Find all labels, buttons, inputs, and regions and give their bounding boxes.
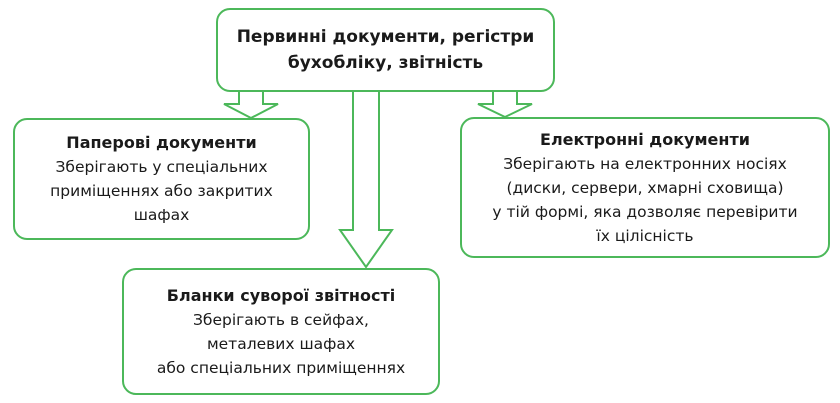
- down-arrow-icon-top-to-right: [477, 90, 533, 119]
- down-arrow-icon-top-to-bottom: [338, 90, 394, 269]
- box-title: Паперові документи: [66, 133, 257, 152]
- box-title: Електронні документи: [540, 129, 750, 149]
- box-strict-reporting-forms: Бланки суворої звітності Зберігають в се…: [122, 268, 440, 395]
- box-electronic-documents: Електронні документи Зберігають на елект…: [460, 117, 830, 258]
- box-primary-documents: Первинні документи, регістри бухобліку, …: [216, 8, 555, 92]
- box-title: Бланки суворої звітності: [166, 285, 396, 305]
- box-body: Зберігають у спеціальних приміщеннях або…: [50, 158, 273, 224]
- box-body: Зберігають в сейфах, металевих шафах або…: [156, 310, 406, 377]
- box-title: Первинні документи, регістри бухобліку, …: [236, 27, 535, 73]
- box-paper-documents: Паперові документи Зберігають у спеціаль…: [13, 118, 310, 240]
- box-body: Зберігають на електронних носіях (диски,…: [492, 154, 798, 245]
- down-arrow-icon-top-to-left: [223, 90, 279, 120]
